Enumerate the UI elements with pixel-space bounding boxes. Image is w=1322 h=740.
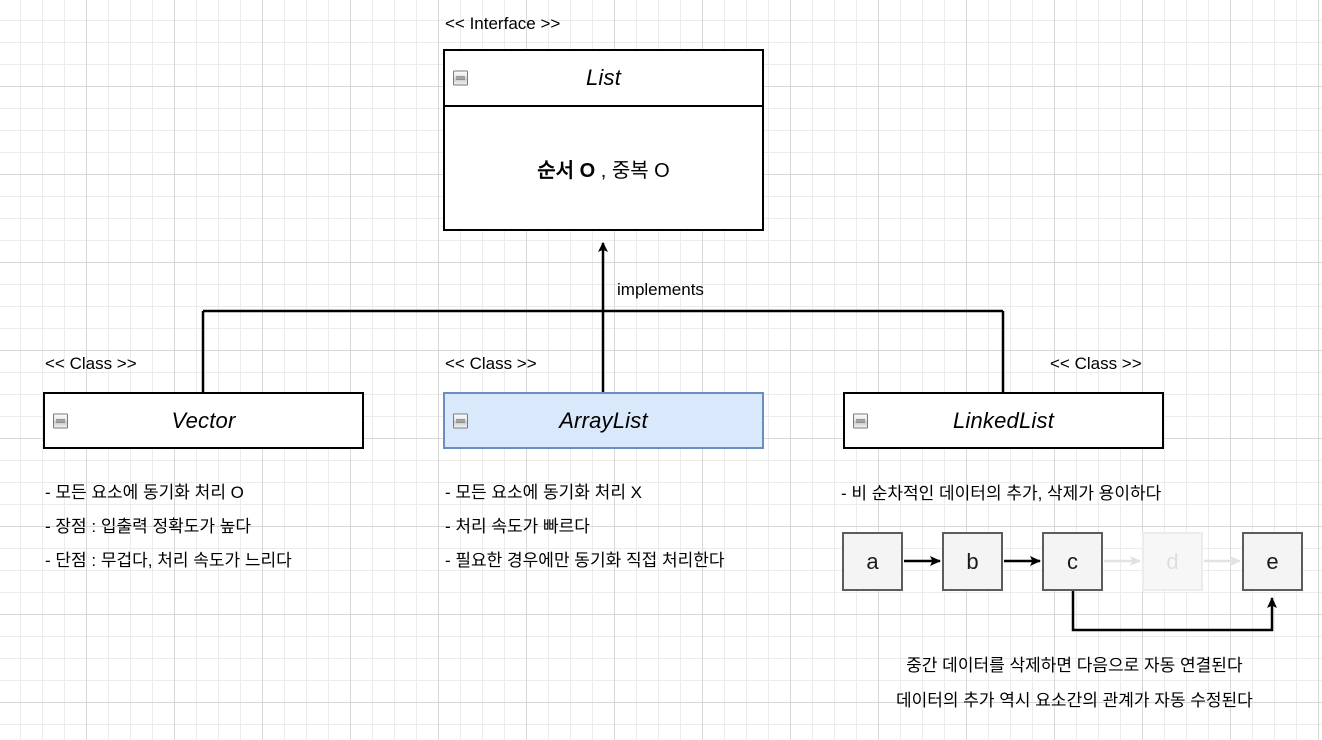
linkedlist-stereotype-label: << Class >> [1050,354,1142,373]
vector-note-1: - 모든 요소에 동기화 처리 O [45,483,244,502]
ll-node-d-label: d [1166,548,1179,574]
ll-node-b[interactable]: b [942,532,1003,591]
vector-notes: - 모든 요소에 동기화 처리 O - 장점 : 입출력 정확도가 높다 - 단… [45,484,292,569]
uml-class-list-title: List [585,65,622,90]
ll-node-c-label: c [1067,548,1078,574]
linkedlist-notes: - 비 순차적인 데이터의 추가, 삭제가 용이하다 [841,485,1161,502]
arraylist-notes: - 모든 요소에 동기화 처리 X - 처리 속도가 빠르다 - 필요한 경우에… [445,484,725,569]
uml-class-vector-title: Vector [171,407,236,433]
interface-stereotype-label: << Interface >> [445,14,561,33]
linkedlist-caption-line-2: 데이터의 추가 역시 요소간의 관계가 자동 수정된다 [896,691,1253,710]
linkedlist-caption-line-1: 중간 데이터를 삭제하면 다음으로 자동 연결된다 [906,656,1243,675]
minus-box-icon[interactable] [53,413,68,428]
uml-class-linkedlist-header: LinkedList [845,394,1162,447]
uml-class-linkedlist-title: LinkedList [952,407,1055,433]
minus-box-icon[interactable] [453,413,468,428]
ll-node-e[interactable]: e [1242,532,1303,591]
edge-implements-label: implements [617,280,704,299]
ll-node-d-deleted[interactable]: d [1142,532,1203,591]
ll-node-e-label: e [1266,548,1279,574]
arraylist-note-1: - 모든 요소에 동기화 처리 X [445,483,643,502]
arraylist-stereotype-label: << Class >> [445,354,537,373]
uml-class-arraylist-title: ArrayList [559,407,648,433]
linkedlist-note-1: - 비 순차적인 데이터의 추가, 삭제가 용이하다 [841,484,1162,503]
uml-class-arraylist[interactable]: ArrayList [443,392,764,449]
uml-class-list[interactable]: List 순서 O , 중복 O [443,49,764,231]
uml-class-vector[interactable]: Vector [43,392,364,449]
ll-node-a[interactable]: a [842,532,903,591]
list-body-separator: , [595,159,612,182]
uml-class-arraylist-header: ArrayList [445,394,762,447]
ll-node-b-label: b [966,548,979,574]
arraylist-note-3: - 필요한 경우에만 동기화 직접 처리한다 [445,551,725,570]
uml-class-list-header: List [445,51,762,107]
vector-stereotype-label: << Class >> [45,354,137,373]
uml-class-list-body-text: 순서 O , 중복 O [537,154,670,183]
uml-class-list-body: 순서 O , 중복 O [445,107,762,229]
ll-node-c[interactable]: c [1042,532,1103,591]
minus-box-icon[interactable] [453,70,468,86]
edge-inheritance-bar [201,309,1005,392]
arraylist-note-2: - 처리 속도가 빠르다 [445,517,590,536]
ll-node-a-label: a [866,548,879,574]
linkedlist-caption: 중간 데이터를 삭제하면 다음으로 자동 연결된다 데이터의 추가 역시 요소간… [896,657,1253,709]
ll-arrow-c-to-e-rerouted [1071,591,1277,632]
uml-class-vector-header: Vector [45,394,362,447]
uml-class-linkedlist[interactable]: LinkedList [843,392,1164,449]
list-body-suffix: 중복 O [611,159,670,182]
vector-note-2: - 장점 : 입출력 정확도가 높다 [45,517,252,536]
minus-box-icon[interactable] [853,413,868,428]
list-body-bold: 순서 O [537,159,596,182]
vector-note-3: - 단점 : 무겁다, 처리 속도가 느리다 [45,551,292,570]
